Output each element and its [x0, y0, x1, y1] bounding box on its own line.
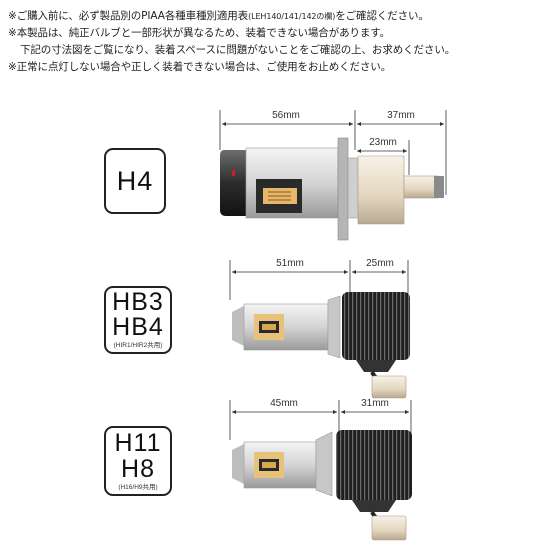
note-line-1-text-b: をご確認ください。 — [335, 10, 429, 22]
note-line-1-text-a: ※ご購入前に、必ず製品別のPIAA各種車種別適用表 — [8, 10, 249, 22]
note-line-1-small: (LEH140/141/142の欄) — [248, 12, 336, 21]
h4-badge-label: H4 — [116, 166, 154, 196]
h11-h8-badge: H11 H8 (H16/H9共用) — [104, 426, 172, 496]
h11-badge-label: H11 — [114, 429, 162, 457]
precaution-notes: ※ご購入前に、必ず製品別のPIAA各種車種別適用表(LEH140/141/142… — [8, 8, 544, 76]
note-line-4: ※正常に点灯しない場合や正しく装着できない場合は、ご使用をお止めください。 — [8, 61, 392, 73]
note-line-2: ※本製品は、純正バルブと一部形状が異なるため、装着できない場合があります。 — [8, 27, 391, 39]
h4-base-dim: 37mm — [387, 110, 415, 121]
note-line-1: ※ご購入前に、必ず製品別のPIAA各種車種別適用表(LEH140/141/142… — [8, 8, 544, 25]
h4-badge: H4 — [104, 148, 166, 214]
note-line-3: 下記の寸法図をご覧になり、装着スペースに問題がないことをご確認の上、お求めくださ… — [20, 44, 456, 56]
h4-bulb-illustration — [219, 110, 447, 241]
hb3-hb4-badge: HB3 HB4 (HIR1/HIR2共用) — [104, 286, 172, 354]
h4-body-dim: 56mm — [272, 110, 300, 121]
h11-base-dim: 31mm — [361, 398, 389, 409]
hb4-badge-label: HB4 — [112, 313, 164, 341]
hb3-badge-label: HB3 — [112, 288, 164, 316]
hb-bulb-illustration — [229, 260, 410, 399]
h11-body-dim: 45mm — [270, 398, 298, 409]
hb-base-dim: 25mm — [366, 258, 394, 269]
h4-inner-dim: 23mm — [369, 137, 397, 148]
h8-badge-label: H8 — [121, 455, 155, 483]
hb-body-dim: 51mm — [276, 258, 304, 269]
h11-bulb-illustration — [229, 400, 412, 541]
hb-compat-note: (HIR1/HIR2共用) — [113, 342, 163, 349]
h11-compat-note: (H16/H9共用) — [118, 484, 158, 491]
